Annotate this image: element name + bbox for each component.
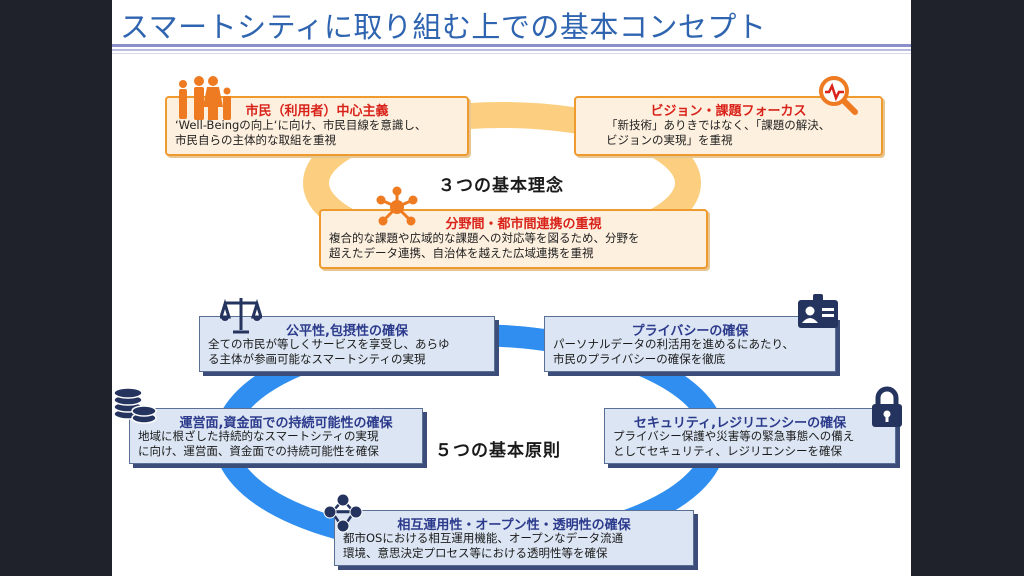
family-icon xyxy=(179,76,231,120)
philosophy-cross-sector: 分野間・都市間連携の重視 複合的な課題や広域的な課題への対応等を図るため、分野を… xyxy=(319,209,708,269)
slide: スマートシティに取り組む上での基本コンセプト 市民（利用者）中心主義 ‘Well… xyxy=(112,0,911,576)
philosophy-title: 分野間・都市間連携の重視 xyxy=(445,217,602,232)
principle-interoperability: 相互運用性・オープン性・透明性の確保 都市OSにおける相互運用機能、オープンなデ… xyxy=(334,510,694,566)
principle-title: 運営面,資金面での持続可能性の確保 xyxy=(179,416,393,431)
philosophy-text: 「新技術」ありきではなく、「課題の解決、 xyxy=(606,118,831,132)
principle-title: プライバシーの確保 xyxy=(631,324,749,339)
people-network-icon xyxy=(323,493,363,533)
principle-text: プライバシー保護や災害等の緊急事態への備え xyxy=(613,429,855,443)
philosophy-text: 市民自らの主体的な取組を重視 xyxy=(175,133,336,147)
philosophy-vision-focus: ビジョン・課題フォーカス 「新技術」ありきではなく、「課題の解決、 ビジョンの実… xyxy=(574,96,883,156)
principle-text: に向け、運営面、資金面での持続可能性を確保 xyxy=(138,444,379,458)
principle-text: 全ての市民が等しくサービスを享受し、あらゆ xyxy=(208,337,450,351)
padlock-icon xyxy=(872,386,902,427)
title-divider xyxy=(112,44,911,47)
principle-privacy: プライバシーの確保 パーソナルデータの利活用を進めるにあたり、 市民のプライバシ… xyxy=(544,316,836,372)
principle-text: としてセキュリティ、レジリエンシーを確保 xyxy=(613,444,842,458)
id-card-icon xyxy=(798,294,838,328)
philosophy-label: ３つの基本理念 xyxy=(438,176,564,196)
philosophy-text: 超えたデータ連携、自治体を越えた広域連携を重視 xyxy=(329,246,594,260)
coins-icon xyxy=(113,387,157,424)
principle-sustainability: 運営面,資金面での持続可能性の確保 地域に根ざした持続的なスマートシティの実現 … xyxy=(129,408,423,464)
principle-security: セキュリティ,レジリエンシーの確保 プライバシー保護や災害等の緊急事態への備え … xyxy=(604,408,896,464)
principle-fairness: 公平性,包摂性の確保 全ての市民が等しくサービスを享受し、あらゆ る主体が参画可… xyxy=(199,316,495,372)
magnifier-chart-icon xyxy=(819,76,858,115)
scales-icon xyxy=(220,298,262,334)
principle-text: 環境、意思決定プロセス等における透明性等を確保 xyxy=(343,546,608,560)
philosophy-text: 複合的な課題や広域的な課題への対応等を図るため、分野を xyxy=(329,231,640,245)
principle-text: パーソナルデータの利活用を進めるにあたり、 xyxy=(553,337,795,351)
principle-title: 相互運用性・オープン性・透明性の確保 xyxy=(397,518,631,533)
principle-title: セキュリティ,レジリエンシーの確保 xyxy=(633,416,847,431)
principle-text: 地域に根ざした持続的なスマートシティの実現 xyxy=(138,429,379,443)
philosophy-title: ビジョン・課題フォーカス xyxy=(650,104,807,119)
principle-title: 公平性,包摂性の確保 xyxy=(286,324,408,339)
philosophy-text: ‘Well-Beingの向上‘に向け、市民目線を意識し、 xyxy=(175,118,427,132)
principle-text: 市民のプライバシーの確保を徹底 xyxy=(553,352,726,366)
page-title: スマートシティに取り組む上での基本コンセプト xyxy=(120,10,767,44)
philosophy-text: ビジョンの実現」を重視 xyxy=(606,133,733,147)
philosophy-title: 市民（利用者）中心主義 xyxy=(245,104,389,119)
principle-text: る主体が参画可能なスマートシティの実現 xyxy=(208,352,426,366)
principle-text: 都市OSにおける相互運用機能、オープンなデータ流通 xyxy=(343,531,624,545)
network-icon xyxy=(376,186,418,226)
principle-label: ５つの基本原則 xyxy=(435,441,561,461)
title-divider-2 xyxy=(112,49,911,51)
title-divider-3 xyxy=(112,53,911,54)
philosophy-citizen-centric: 市民（利用者）中心主義 ‘Well-Beingの向上‘に向け、市民目線を意識し、… xyxy=(165,96,469,156)
